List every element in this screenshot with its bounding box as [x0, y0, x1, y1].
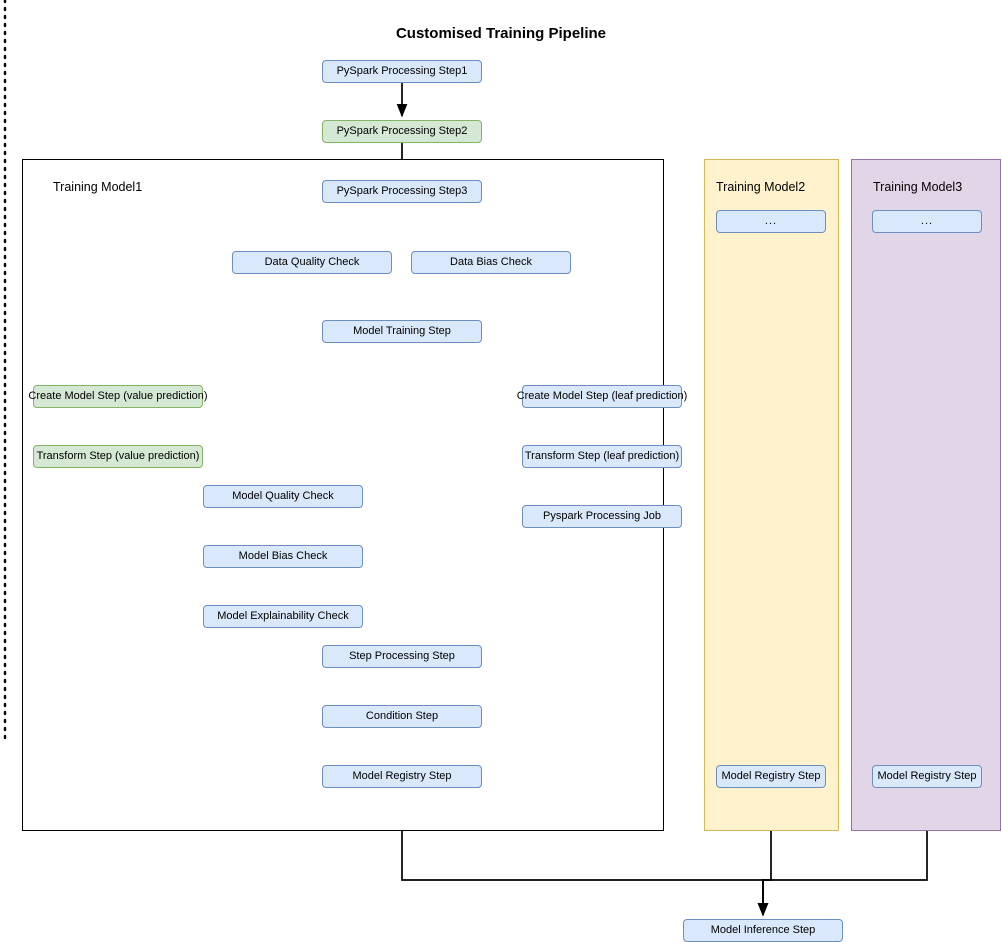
- node-model-training-step[interactable]: Model Training Step: [322, 320, 482, 343]
- node-create-model-step-value-prediction[interactable]: Create Model Step (value prediction): [28, 385, 208, 408]
- node-model-registry-step-model3[interactable]: Model Registry Step: [872, 765, 982, 788]
- container-training-model3[interactable]: [851, 159, 1001, 831]
- node-condition-step[interactable]: Condition Step: [322, 705, 482, 728]
- node-pyspark-processing-job[interactable]: Pyspark Processing Job: [522, 505, 682, 528]
- node-model-registry-step-model1[interactable]: Model Registry Step: [322, 765, 482, 788]
- node-pyspark-processing-step2[interactable]: PySpark Processing Step2: [322, 120, 482, 143]
- node-model-bias-check[interactable]: Model Bias Check: [203, 545, 363, 568]
- node-model-quality-check[interactable]: Model Quality Check: [203, 485, 363, 508]
- node-model-registry-step-model2[interactable]: Model Registry Step: [716, 765, 826, 788]
- node-create-model-step-leaf-prediction[interactable]: Create Model Step (leaf prediction): [517, 385, 687, 408]
- node-pyspark-processing-step3[interactable]: PySpark Processing Step3: [322, 180, 482, 203]
- container-label-model3: Training Model3: [873, 180, 963, 194]
- node-transform-step-value-prediction[interactable]: Transform Step (value prediction): [33, 445, 203, 468]
- node-model-inference-step[interactable]: Model Inference Step: [683, 919, 843, 942]
- node-model2-placeholder[interactable]: ...: [716, 210, 826, 233]
- node-transform-step-leaf-prediction[interactable]: Transform Step (leaf prediction): [522, 445, 682, 468]
- container-label-model2: Training Model2: [716, 180, 806, 194]
- node-data-quality-check[interactable]: Data Quality Check: [232, 251, 392, 274]
- page-title: Customised Training Pipeline: [395, 25, 607, 42]
- node-model3-placeholder[interactable]: ...: [872, 210, 982, 233]
- node-model-explainability-check[interactable]: Model Explainability Check: [203, 605, 363, 628]
- node-data-bias-check[interactable]: Data Bias Check: [411, 251, 571, 274]
- container-training-model2[interactable]: [704, 159, 839, 831]
- node-pyspark-processing-step1[interactable]: PySpark Processing Step1: [322, 60, 482, 83]
- node-step-processing-step[interactable]: Step Processing Step: [322, 645, 482, 668]
- container-label-model1: Training Model1: [53, 180, 143, 194]
